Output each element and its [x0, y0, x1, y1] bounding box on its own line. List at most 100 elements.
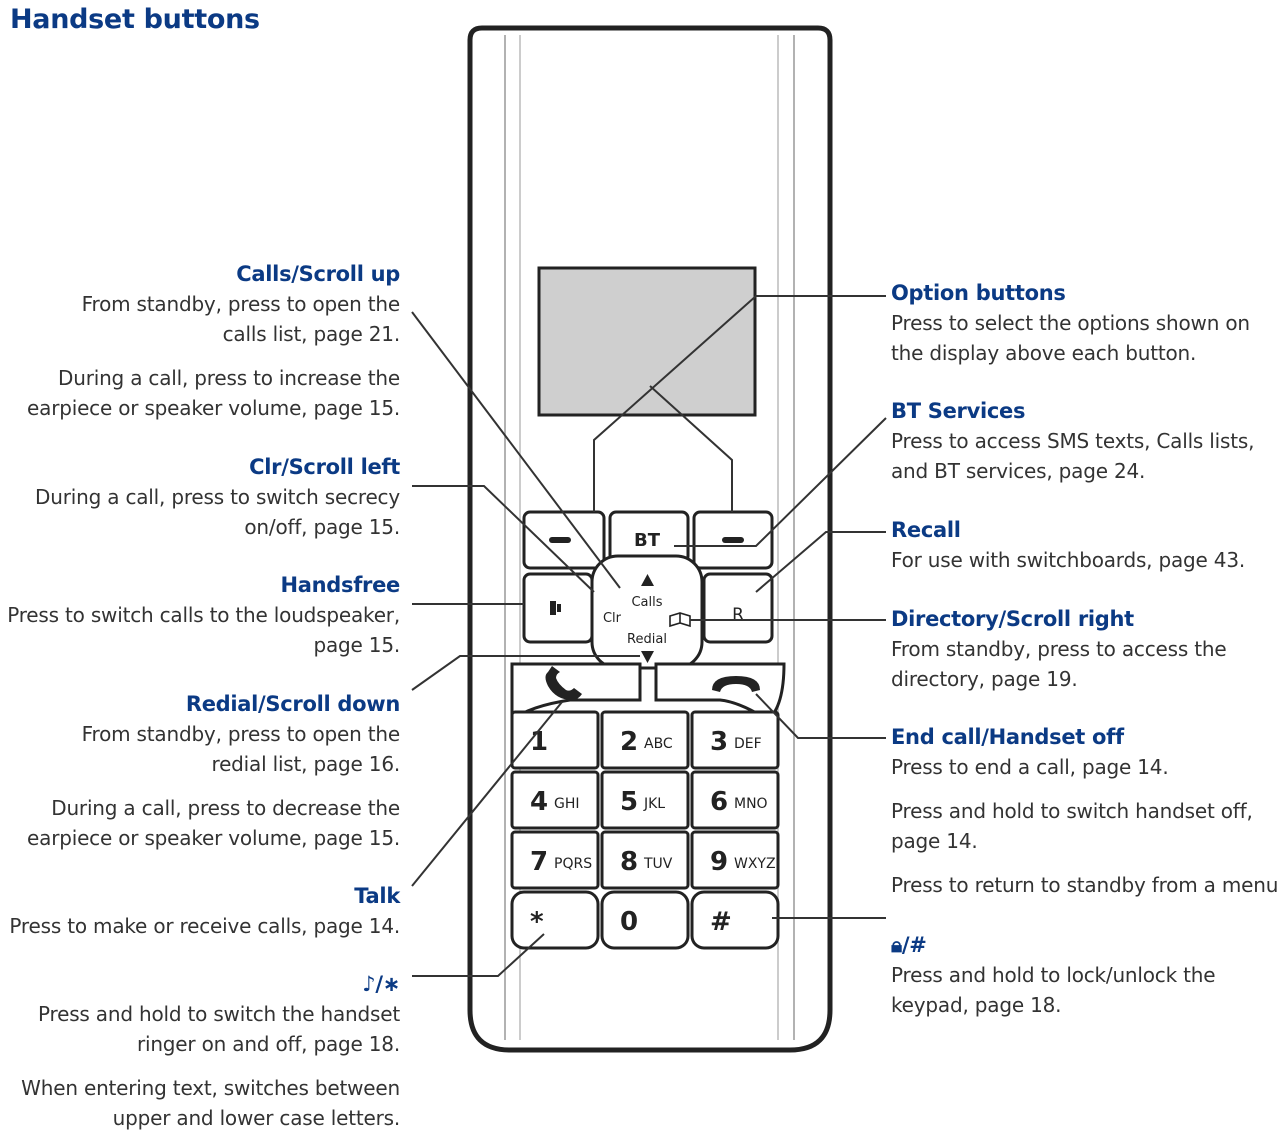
- keypad-key-number: 4: [530, 787, 548, 817]
- keypad-key-2[interactable]: [600, 710, 690, 770]
- redial-label: Redial: [627, 632, 667, 647]
- keypad-key-3[interactable]: [690, 710, 780, 770]
- keypad-key-0[interactable]: [600, 890, 690, 950]
- annotation-talk: Talk Press to make or receive calls, pag…: [9, 881, 400, 941]
- keypad-key-star[interactable]: [510, 890, 600, 950]
- keypad-key-letters: TUV: [643, 856, 673, 872]
- navigation-pad: [590, 554, 704, 670]
- connector-redial: [411, 655, 640, 691]
- annotation-title: ♪/∗: [362, 972, 400, 996]
- keypad-key-letters: JKL: [643, 796, 665, 812]
- keypad-key-letters: PQRS: [554, 856, 592, 872]
- annotation-title: BT Services: [891, 399, 1026, 423]
- keypad-key-number: 3: [710, 727, 728, 757]
- keypad-key-4[interactable]: [510, 770, 600, 830]
- connector-recall: [755, 531, 886, 593]
- annotation-option-buttons: Option buttons Press to select the optio…: [891, 278, 1250, 368]
- keypad-key-number: #: [710, 907, 732, 937]
- keypad-key-number: 6: [710, 787, 728, 817]
- annotation-title: End call/Handset off: [891, 725, 1124, 749]
- directory-book-icon: [669, 612, 691, 628]
- annotation-text: Press to return to standby from a menu.: [891, 873, 1279, 897]
- lock-icon: 🔒︎: [891, 933, 902, 957]
- annotation-title: Directory/Scroll right: [891, 607, 1134, 631]
- annotation-redial-scroll-down: Redial/Scroll down From standby, press t…: [27, 689, 400, 853]
- keypad-key-number: *: [530, 907, 544, 937]
- calls-label: Calls: [631, 595, 662, 610]
- keypad-key-letters: ABC: [644, 736, 673, 752]
- connector-talk: [411, 701, 563, 887]
- display-screen: [537, 266, 757, 417]
- scroll-down-arrow-icon: [641, 651, 654, 663]
- annotation-text: Press to switch calls to the loudspeaker…: [7, 603, 400, 657]
- page-title: Handset buttons: [10, 4, 260, 35]
- keypad-key-number: 2: [620, 727, 638, 757]
- keypad-key-letters: DEF: [734, 736, 762, 752]
- annotation-title: 🔒︎/#: [891, 933, 927, 957]
- keypad-key-number: 8: [620, 847, 638, 877]
- scroll-up-arrow-icon: [641, 574, 654, 586]
- annotation-title: Option buttons: [891, 281, 1066, 305]
- annotation-text: For use with switchboards, page 43.: [891, 548, 1246, 572]
- keypad-key-8[interactable]: [600, 830, 690, 890]
- annotation-bt-services: BT Services Press to access SMS texts, C…: [891, 396, 1254, 486]
- speaker-icon: [550, 601, 556, 615]
- annotation-handsfree: Handsfree Press to switch calls to the l…: [7, 570, 400, 660]
- connector-calls: [411, 311, 621, 589]
- connector-bt: [674, 417, 887, 547]
- option-button-right-dash: [722, 537, 744, 543]
- annotation-text: Press to end a call, page 14.: [891, 755, 1169, 779]
- annotation-text: Press and hold to switch handset off,pag…: [891, 799, 1253, 853]
- keypad-key-5[interactable]: [600, 770, 690, 830]
- connector-clr: [412, 485, 595, 593]
- annotation-ringer: ♪/∗ Press and hold to switch the handset…: [21, 969, 400, 1133]
- bt-logo: BT: [634, 530, 661, 551]
- connector-option-right: [649, 385, 733, 512]
- talk-phone-icon: [545, 666, 582, 700]
- keypad-key-hash[interactable]: [690, 890, 780, 950]
- annotation-directory: Directory/Scroll right From standby, pre…: [891, 604, 1227, 694]
- speaker-icon: [557, 604, 561, 612]
- keypad-key-letters: WXYZ: [734, 856, 776, 872]
- annotation-title: Talk: [354, 884, 400, 908]
- recall-button: [702, 572, 774, 644]
- annotation-title: Recall: [891, 518, 961, 542]
- connector-option: [593, 295, 886, 512]
- keypad-key-number: 7: [530, 847, 548, 877]
- keypad-key-letters: GHI: [554, 796, 580, 812]
- connector-ringer: [412, 933, 545, 977]
- connector-end: [755, 693, 886, 739]
- keypad-key-letters: MNO: [734, 796, 768, 812]
- annotation-text: Press to access SMS texts, Calls lists,a…: [891, 429, 1255, 483]
- annotation-text: Press to make or receive calls, page 14.: [9, 914, 400, 938]
- end-call-phone-icon: [712, 676, 760, 692]
- keypad-key-6[interactable]: [690, 770, 780, 830]
- annotation-end-call: End call/Handset off Press to end a call…: [891, 722, 1279, 900]
- annotation-title: Clr/Scroll left: [249, 455, 400, 479]
- keypad-key-7[interactable]: [510, 830, 600, 890]
- annotation-clr-scroll-left: Clr/Scroll left During a call, press to …: [35, 452, 400, 542]
- clr-label: Clr: [603, 611, 622, 626]
- annotation-title: Calls/Scroll up: [236, 262, 400, 286]
- keypad-key-number: 0: [620, 907, 638, 937]
- keypad-key-9[interactable]: [690, 830, 780, 890]
- annotation-recall: Recall For use with switchboards, page 4…: [891, 515, 1245, 575]
- ringer-note-icon: ♪: [362, 972, 376, 996]
- annotation-calls-scroll-up: Calls/Scroll up From standby, press to o…: [27, 259, 400, 423]
- option-button-left-dash: [549, 537, 571, 543]
- keypad-key-number: 5: [620, 787, 638, 817]
